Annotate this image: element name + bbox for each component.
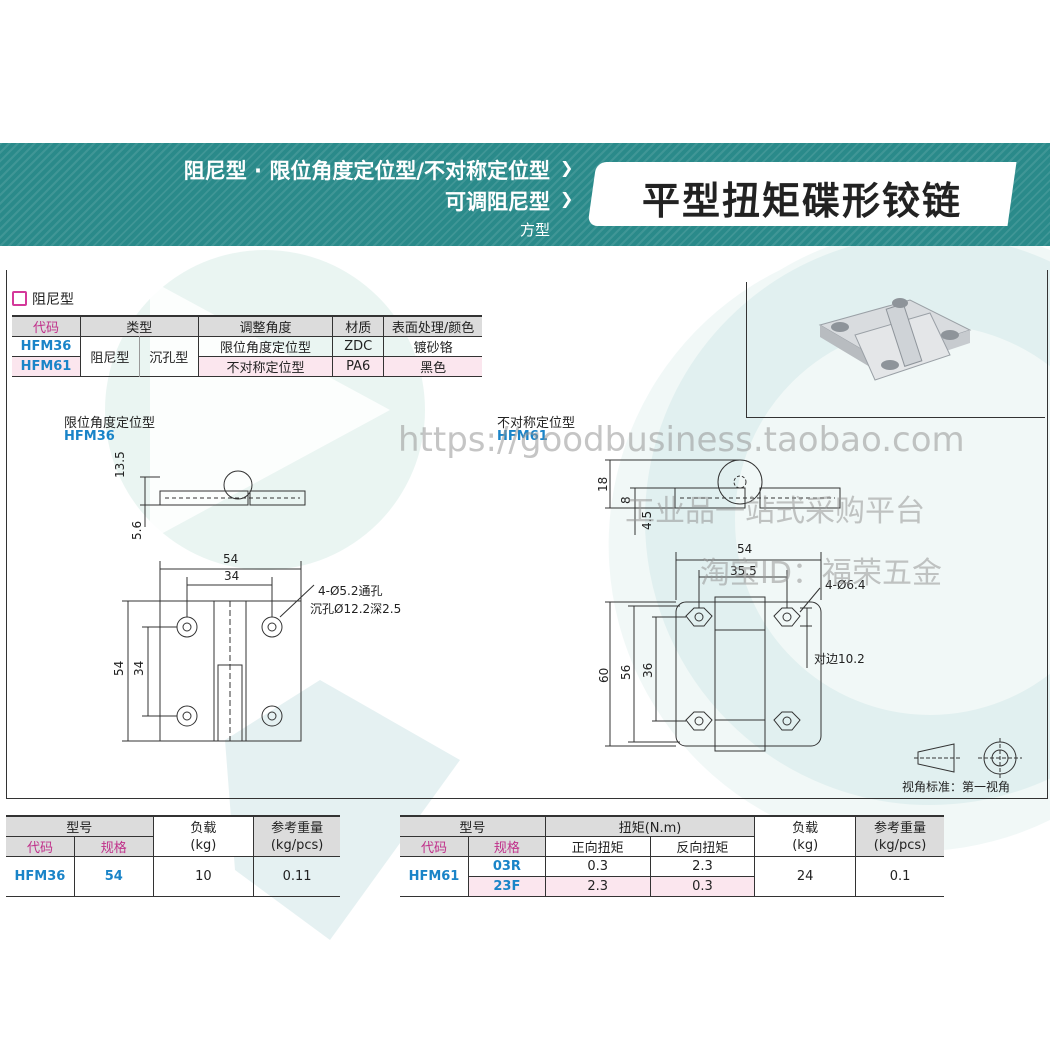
left-th-weight-unit: (kg/pcs) [270, 837, 324, 853]
left-th-code: 代码 [6, 836, 75, 857]
right-th-torque: 扭矩(N.m) [545, 816, 756, 837]
page-title: 平型扭矩碟形铰链 [641, 179, 962, 223]
watermark-line-2: 工业品一站式采购平台 [625, 494, 925, 529]
right-th-load-label: 负载 [792, 820, 819, 836]
drawing-frame [6, 270, 1048, 799]
right-dim-h-total: 60 [597, 667, 611, 683]
left-th-weight-label: 参考重量 [271, 820, 324, 836]
spec-header-angle: 调整角度 [198, 316, 334, 337]
right-drawing-code: HFM61 [497, 429, 548, 444]
left-th-load: 负载 (kg) [153, 816, 255, 857]
right-td-fwd-2: 2.3 [545, 876, 651, 897]
right-th-weight: 参考重量 (kg/pcs) [856, 816, 944, 857]
right-th-spec: 规格 [468, 836, 546, 857]
right-hole-note: 4-Ø6.4 [825, 578, 866, 592]
photo-frame [746, 282, 1045, 418]
spec-type-1: 阻尼型 [80, 336, 140, 377]
first-angle-projection-icon [914, 738, 1022, 778]
spec-header-code: 代码 [12, 316, 81, 337]
right-th-fwd: 正向扭矩 [545, 836, 651, 857]
watermark-line-3: 淘宝ID：福荣五金 [700, 556, 942, 591]
left-th-weight: 参考重量 (kg/pcs) [253, 816, 340, 857]
left-td-load: 10 [153, 856, 255, 897]
left-hole-note-1: 4-Ø5.2通孔 [318, 584, 383, 598]
left-th-load-unit: (kg) [190, 837, 217, 853]
right-td-rev-1: 2.3 [650, 856, 756, 877]
spec-code-2: HFM61 [12, 356, 81, 377]
right-td-weight: 0.1 [889, 869, 911, 884]
left-td-weight: 0.11 [282, 869, 312, 884]
left-td-code: HFM36 [6, 856, 75, 897]
right-dim-w-hole: 35.5 [730, 564, 757, 578]
spec-header-type: 类型 [80, 316, 199, 337]
right-td-spec-2: 23F [468, 876, 546, 897]
right-td-rev-2: 0.3 [650, 876, 756, 897]
left-data-table: 型号 负载 (kg) 参考重量 (kg/pcs) 代码 规格 HFM36 54 … [6, 815, 340, 897]
right-dim-h-hole: 36 [641, 662, 655, 678]
left-th-load-label: 负载 [190, 820, 217, 836]
right-td-spec-1: 03R [468, 856, 546, 877]
spec-angle-2: 不对称定位型 [198, 356, 334, 377]
spec-code-1: HFM36 [12, 336, 81, 357]
right-flat-note: 对边10.2 [814, 652, 865, 666]
right-th-model: 型号 [400, 816, 546, 837]
left-drawing-code: HFM36 [64, 429, 115, 444]
section-marker-icon [12, 291, 27, 306]
right-th-weight-label: 参考重量 [874, 820, 927, 836]
watermark-url: https://goodbusiness.taobao.com [398, 420, 965, 460]
left-th-model: 型号 [6, 816, 154, 837]
left-dim-w-total: 54 [223, 552, 239, 566]
header-line-1: 阻尼型 · 限位角度定位型/不对称定位型 [183, 159, 550, 183]
left-technical-drawing [122, 470, 315, 742]
left-dim-w-hole: 34 [224, 569, 240, 583]
right-drawing-caption: 不对称定位型 [497, 416, 576, 431]
right-dim-w-total: 54 [737, 542, 753, 556]
left-dim-h1: 13.5 [113, 451, 127, 478]
spec-header-material: 材质 [332, 316, 385, 337]
right-dim-h1: 18 [596, 476, 610, 492]
header-line-2: 可调阻尼型 [445, 190, 550, 214]
right-data-table: 型号 扭矩(N.m) 负载 (kg) 参考重量 (kg/pcs) 代码 规格 正… [400, 815, 944, 897]
spec-material-2: PA6 [332, 356, 385, 377]
right-th-rev: 反向扭矩 [650, 836, 756, 857]
left-drawing-caption: 限位角度定位型 [64, 416, 156, 431]
spec-angle-1: 限位角度定位型 [198, 336, 334, 357]
right-td-load: 24 [754, 856, 857, 897]
spec-finish-2: 黑色 [420, 361, 447, 376]
right-technical-drawing [605, 459, 841, 752]
spec-finish-1: 镀砂铬 [413, 341, 453, 356]
left-th-spec: 规格 [74, 836, 154, 857]
header-line-3: 方型 [519, 221, 550, 239]
chevron-right-icon: ❯ [560, 189, 574, 208]
left-td-spec: 54 [74, 856, 154, 897]
left-dim-h-total: 54 [112, 660, 126, 676]
view-standard-label: 视角标准：第一视角 [902, 780, 1011, 794]
spec-type-2: 沉孔型 [139, 336, 199, 377]
spec-table: 代码 类型 调整角度 材质 表面处理/颜色 HFM36 阻尼型 沉孔型 限位角度… [12, 315, 482, 377]
right-td-code: HFM61 [400, 856, 469, 897]
hinge-product-photo [818, 298, 972, 381]
right-td-fwd-1: 0.3 [545, 856, 651, 877]
left-dim-h-hole: 34 [132, 660, 146, 676]
spec-header-finish: 表面处理/颜色 [391, 321, 475, 336]
section-label: 阻尼型 [32, 292, 74, 308]
right-th-code: 代码 [400, 836, 469, 857]
chevron-right-icon: ❯ [560, 158, 574, 177]
left-hole-note-2: 沉孔Ø12.2深2.5 [310, 602, 402, 616]
right-dim-h-mid: 56 [619, 664, 633, 680]
right-th-load: 负载 (kg) [754, 816, 857, 857]
spec-material-1: ZDC [332, 336, 385, 357]
left-dim-h2: 5.6 [130, 520, 144, 540]
right-th-load-unit: (kg) [792, 837, 819, 853]
right-th-weight-unit: (kg/pcs) [873, 837, 927, 853]
